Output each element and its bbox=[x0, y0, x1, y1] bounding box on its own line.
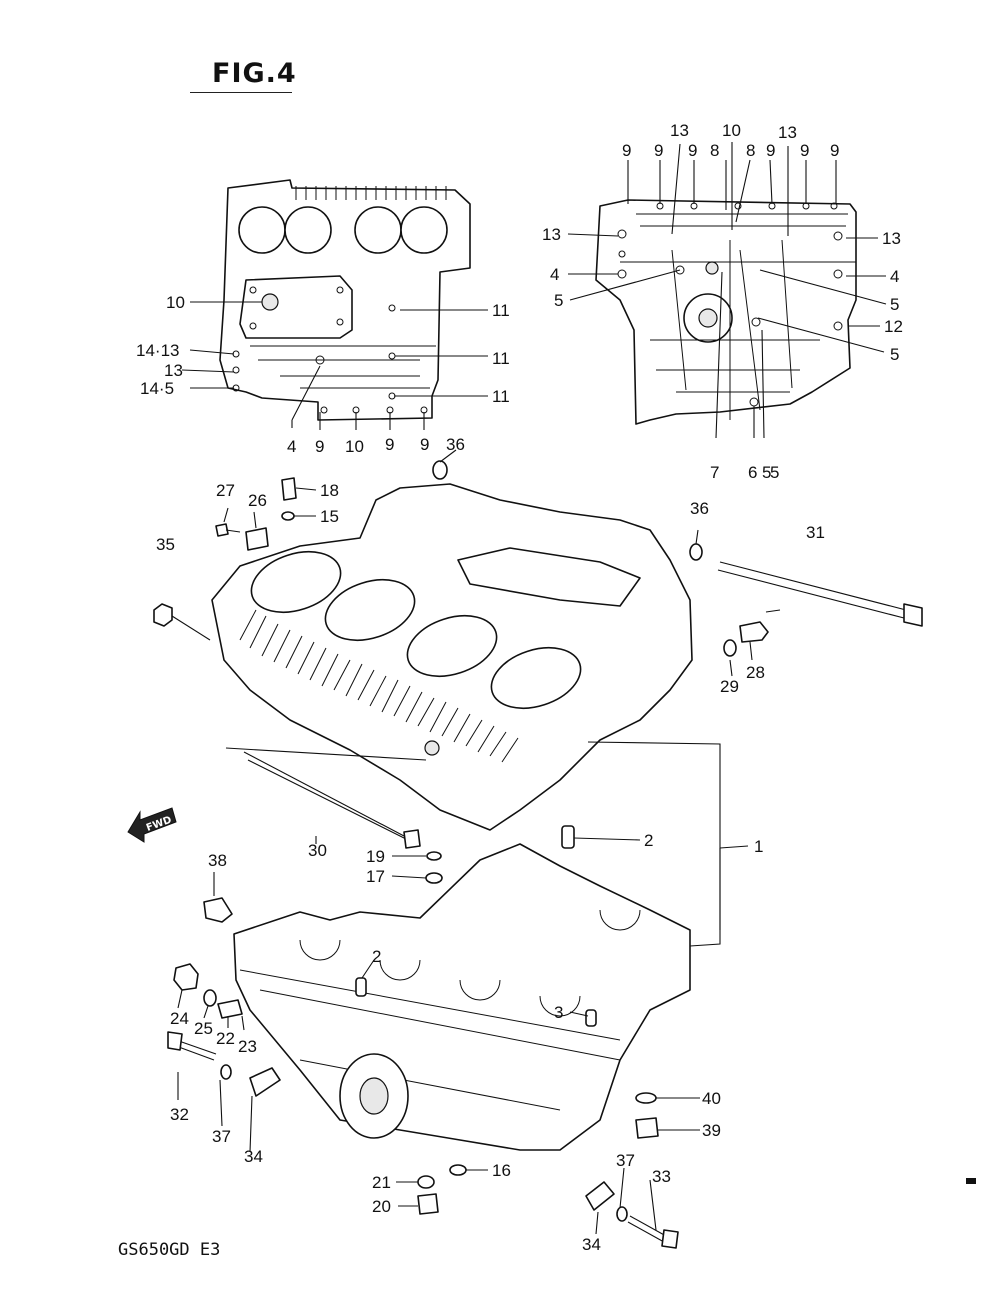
callout: 5 bbox=[890, 295, 899, 314]
callout: 13 bbox=[882, 229, 901, 248]
callout: 13 bbox=[164, 361, 183, 380]
callout: 23 bbox=[238, 1037, 257, 1056]
callout: 38 bbox=[208, 851, 227, 870]
callout: 15 bbox=[320, 507, 339, 526]
callout: 4 bbox=[550, 265, 559, 284]
callout: 5 bbox=[762, 463, 771, 482]
callout: 11 bbox=[492, 301, 510, 320]
callout: 3 bbox=[554, 1003, 563, 1022]
callout: 14·5 bbox=[140, 379, 174, 398]
callout: 30 bbox=[308, 841, 327, 860]
callout: 25 bbox=[194, 1019, 213, 1038]
callout: 31 bbox=[806, 523, 825, 542]
title-underline bbox=[190, 92, 292, 93]
callout: 8 bbox=[710, 141, 719, 160]
fwd-arrow-icon: FWD bbox=[127, 807, 177, 843]
callout: 35 bbox=[156, 535, 175, 554]
upper-crankcase bbox=[153, 449, 923, 930]
main-view-labels: 36 27 26 18 15 35 36 31 28 29 30 2 1 38 … bbox=[156, 435, 825, 1254]
callout: 32 bbox=[170, 1105, 189, 1124]
callout: 36 bbox=[690, 499, 709, 518]
callout: 9 bbox=[622, 141, 631, 160]
callout: 10 bbox=[345, 437, 364, 456]
callout: 9 bbox=[315, 437, 324, 456]
callout: 26 bbox=[248, 491, 267, 510]
callout: 24 bbox=[170, 1009, 189, 1028]
callout: 7 bbox=[710, 463, 719, 482]
callout: 39 bbox=[702, 1121, 721, 1140]
callout: 4 bbox=[287, 437, 296, 456]
callout: 29 bbox=[720, 677, 739, 696]
callout: 16 bbox=[492, 1161, 511, 1180]
callout: 10 bbox=[166, 293, 185, 312]
callout: 5 bbox=[890, 345, 899, 364]
callout: 20 bbox=[372, 1197, 391, 1216]
callout: 11 bbox=[492, 387, 510, 406]
callout: 9 bbox=[766, 141, 775, 160]
callout: 14·13 bbox=[136, 341, 179, 360]
callout: 28 bbox=[746, 663, 765, 682]
callout: 33 bbox=[652, 1167, 671, 1186]
callout: 12 bbox=[884, 317, 903, 336]
callout: 9 bbox=[385, 435, 394, 454]
registration-mark bbox=[966, 1178, 976, 1184]
callout: 8 bbox=[746, 141, 755, 160]
upper-left-labels: 10 11 11 11 14·13 13 14·5 4 9 10 9 9 bbox=[136, 293, 510, 456]
callout: 9 bbox=[800, 141, 809, 160]
callout: 17 bbox=[366, 867, 385, 886]
callout: 40 bbox=[702, 1089, 721, 1108]
callout: 5 bbox=[770, 463, 779, 482]
callout: 10 bbox=[722, 121, 741, 140]
upper-right-labels: 13 10 13 9 9 9 8 8 9 9 9 13 13 4 4 5 5 1… bbox=[542, 121, 903, 482]
callout: 2 bbox=[372, 947, 381, 966]
callout: 36 bbox=[446, 435, 465, 454]
callout: 19 bbox=[366, 847, 385, 866]
upper-right-view bbox=[567, 142, 887, 439]
callout: 13 bbox=[778, 123, 797, 142]
callout: 9 bbox=[420, 435, 429, 454]
model-code: GS650GD E3 bbox=[118, 1240, 221, 1260]
callout: 1 bbox=[754, 837, 763, 856]
callout: 11 bbox=[492, 349, 510, 368]
callout: 13 bbox=[542, 225, 561, 244]
callout: 2 bbox=[644, 831, 653, 850]
callout: 37 bbox=[616, 1151, 635, 1170]
callout: 6 bbox=[748, 463, 757, 482]
callout: 27 bbox=[216, 481, 235, 500]
callout: 21 bbox=[372, 1173, 391, 1192]
figure-title: FIG.4 bbox=[212, 58, 297, 89]
callout: 22 bbox=[216, 1029, 235, 1048]
callout: 4 bbox=[890, 267, 899, 286]
callout: 9 bbox=[688, 141, 697, 160]
callout: 5 bbox=[554, 291, 563, 310]
callout: 18 bbox=[320, 481, 339, 500]
lower-crankcase bbox=[167, 825, 721, 1249]
callout: 9 bbox=[830, 141, 839, 160]
callout: 37 bbox=[212, 1127, 231, 1146]
upper-left-view bbox=[181, 179, 488, 430]
callout: 34 bbox=[244, 1147, 263, 1166]
callout: 13 bbox=[670, 121, 689, 140]
callout: 9 bbox=[654, 141, 663, 160]
callout: 34 bbox=[582, 1235, 601, 1254]
